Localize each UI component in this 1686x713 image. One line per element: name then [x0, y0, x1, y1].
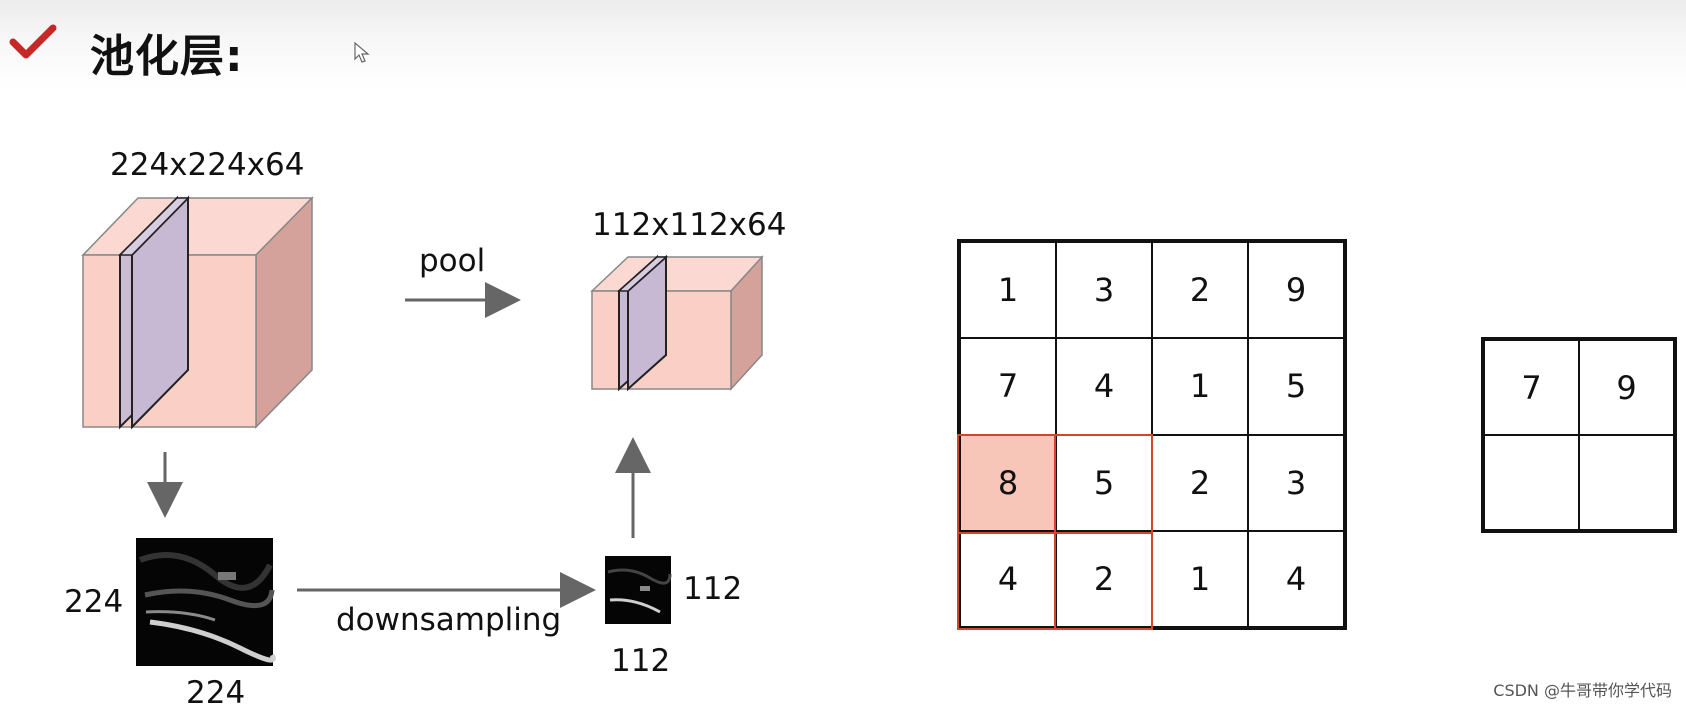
- matrix-cell: 1: [960, 242, 1056, 339]
- matrix-cell: 2: [1152, 242, 1248, 339]
- matrix-cell: 1: [1152, 530, 1248, 627]
- output-volume-label: 112x112x64: [592, 207, 787, 243]
- input-volume: [81, 196, 314, 429]
- pooling-window-divider: [957, 532, 1153, 534]
- matrix-cell: 2: [1152, 434, 1248, 531]
- matrix-cell: 4: [1248, 530, 1344, 627]
- input-map-width-label: 224: [186, 675, 246, 711]
- output-cell: [1484, 435, 1579, 530]
- checkmark-icon: [8, 22, 58, 62]
- output-cell: 7: [1484, 340, 1579, 435]
- input-map-height-label: 224: [64, 584, 124, 620]
- matrix-cell: 3: [1248, 434, 1344, 531]
- output-matrix: 7 9: [1481, 337, 1677, 533]
- matrix-cell-highlighted: 8: [960, 434, 1056, 531]
- output-activation-map: [605, 556, 672, 624]
- page-title: 池化层:: [90, 31, 244, 82]
- output-map-height-label: 112: [683, 571, 743, 607]
- output-cell: 9: [1579, 340, 1674, 435]
- input-slice: [118, 195, 190, 430]
- pooling-diagram: [81, 195, 764, 666]
- input-matrix: 1 3 2 9 7 4 1 5 8 5 2 3 4 2 1 4: [957, 239, 1347, 630]
- matrix-cell: 9: [1248, 242, 1344, 339]
- matrix-cell: 7: [960, 338, 1056, 435]
- matrix-cell: 4: [1056, 338, 1152, 435]
- output-slice: [617, 254, 668, 392]
- output-map-width-label: 112: [611, 643, 671, 679]
- input-activation-map: [136, 538, 276, 666]
- watermark: CSDN @牛哥带你学代码: [1493, 681, 1672, 700]
- downsampling-label: downsampling: [336, 602, 562, 638]
- input-volume-label: 224x224x64: [110, 147, 305, 183]
- matrix-cell: 5: [1248, 338, 1344, 435]
- output-volume: [590, 255, 764, 391]
- output-cell: [1579, 435, 1674, 530]
- pool-label: pool: [419, 243, 486, 279]
- matrix-cell: 1: [1152, 338, 1248, 435]
- matrix-cell: 3: [1056, 242, 1152, 339]
- cursor-icon: [354, 41, 370, 64]
